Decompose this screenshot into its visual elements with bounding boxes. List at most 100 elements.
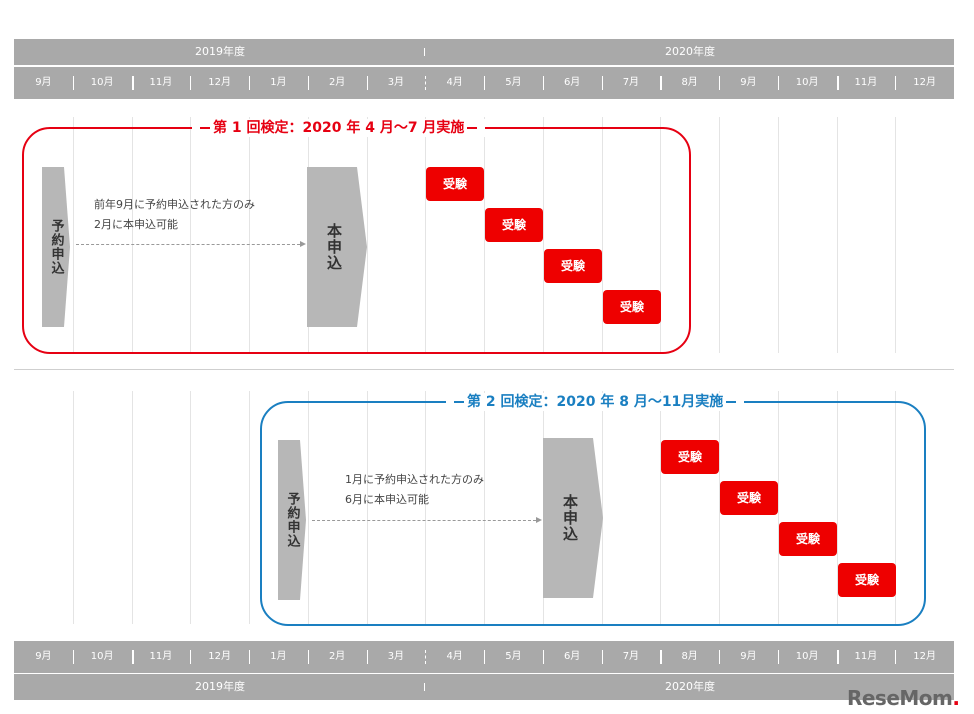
exam1-exam-july: 受験 (603, 290, 661, 324)
fiscal-year-2020-label: 2020年度 (665, 45, 715, 58)
month-separator (719, 650, 720, 664)
month-separator (836, 76, 839, 90)
grid-line (484, 117, 485, 353)
exam2-pre-application-shape (278, 440, 306, 600)
grid-line (72, 391, 74, 624)
month-label: 12月 (208, 651, 231, 662)
grid-line (601, 117, 603, 353)
month-label: 9月 (740, 651, 757, 662)
month-label: 3月 (387, 77, 405, 88)
exam1-flow-arrow (76, 241, 306, 247)
month-separator (777, 650, 779, 664)
month-separator (777, 76, 779, 90)
exam1-title: 第 1 回検定：2020 年 4 月〜7 月実施 (192, 119, 486, 137)
exam1-exam-june: 受験 (544, 249, 602, 283)
grid-line (719, 391, 720, 624)
month-label: 12月 (913, 77, 936, 88)
section-divider (14, 369, 954, 370)
exam2-main-application-label: 本申込 (561, 494, 579, 542)
grid-line (836, 391, 838, 624)
month-separator (484, 76, 485, 90)
grid-line (366, 391, 368, 624)
month-separator (719, 76, 720, 90)
exam2-exam-november: 受験 (838, 563, 896, 597)
month-label: 4月 (446, 77, 463, 88)
fiscal-year-2019-label: 2019年度 (195, 45, 245, 58)
top-fiscal-year-bar: 2019年度 2020年度 (14, 39, 954, 65)
month-separator (366, 650, 368, 664)
grid-line (836, 117, 838, 353)
logo-text: ReseMom (846, 686, 953, 710)
grid-line (777, 117, 779, 353)
month-separator (425, 76, 427, 90)
bottom-fiscal-year-bar: 2019年度 2020年度 (14, 674, 954, 700)
month-label: 1月 (270, 77, 287, 88)
month-separator (895, 650, 897, 664)
month-label: 10月 (90, 77, 114, 88)
month-label: 10月 (795, 651, 819, 662)
exam1-pre-application-shape (42, 167, 70, 327)
month-separator (307, 76, 309, 90)
exam2-exam-october: 受験 (779, 522, 837, 556)
month-label: 8月 (681, 651, 698, 662)
month-separator (895, 76, 897, 90)
month-label: 8月 (681, 77, 698, 88)
month-separator (366, 76, 368, 90)
exam1-note-line1: 前年9月に予約申込された方のみ (94, 198, 255, 211)
grid-line (366, 117, 368, 353)
month-label: 7月 (622, 651, 640, 662)
exam2-title: 第 2 回検定：2020 年 8 月〜11月実施 (446, 393, 745, 411)
grid-line (72, 117, 74, 353)
month-label: 7月 (622, 77, 640, 88)
fiscal-year-2020-label: 2020年度 (665, 680, 715, 693)
month-label: 5月 (505, 651, 522, 662)
fiscal-year-2019-label: 2019年度 (195, 680, 245, 693)
month-separator (542, 650, 544, 664)
month-label: 3月 (387, 651, 405, 662)
month-separator (131, 76, 134, 90)
month-label: 9月 (740, 77, 757, 88)
exam1-exam-may: 受験 (485, 208, 543, 242)
exam1-note-line2: 2月に本申込可能 (94, 218, 178, 231)
fiscal-year-divider (424, 683, 425, 691)
month-separator (72, 76, 74, 90)
month-separator (190, 650, 192, 664)
exam1-main-application-shape (307, 167, 367, 327)
month-label: 6月 (563, 651, 581, 662)
exam2-note-line2: 6月に本申込可能 (345, 493, 429, 506)
grid-line (249, 391, 250, 624)
month-label: 10月 (795, 77, 819, 88)
grid-line (719, 117, 720, 353)
exam1-main-application-label: 本申込 (325, 223, 343, 271)
resemom-logo: ReseMom. (847, 686, 960, 710)
month-label: 10月 (90, 651, 114, 662)
month-label: 11月 (149, 77, 173, 88)
exam1-exam-april: 受験 (426, 167, 484, 201)
month-label: 9月 (35, 651, 52, 662)
month-label: 2月 (328, 651, 346, 662)
month-label: 11月 (854, 651, 878, 662)
grid-line (190, 391, 192, 624)
grid-line (425, 117, 427, 353)
month-label: 11月 (149, 651, 173, 662)
grid-line (895, 391, 897, 624)
month-separator (660, 76, 663, 90)
grid-line (131, 391, 133, 624)
grid-line (484, 391, 485, 624)
month-separator (249, 650, 250, 664)
grid-line (307, 391, 309, 624)
grid-line (660, 391, 662, 624)
month-label: 6月 (563, 77, 581, 88)
month-separator (484, 650, 485, 664)
grid-line (895, 117, 897, 353)
logo-accent: . (952, 686, 960, 710)
month-label: 2月 (328, 77, 346, 88)
month-separator (542, 76, 544, 90)
grid-line (601, 391, 603, 624)
month-label: 12月 (913, 651, 936, 662)
month-label: 5月 (505, 77, 522, 88)
grid-line (249, 117, 250, 353)
month-separator (601, 76, 603, 90)
